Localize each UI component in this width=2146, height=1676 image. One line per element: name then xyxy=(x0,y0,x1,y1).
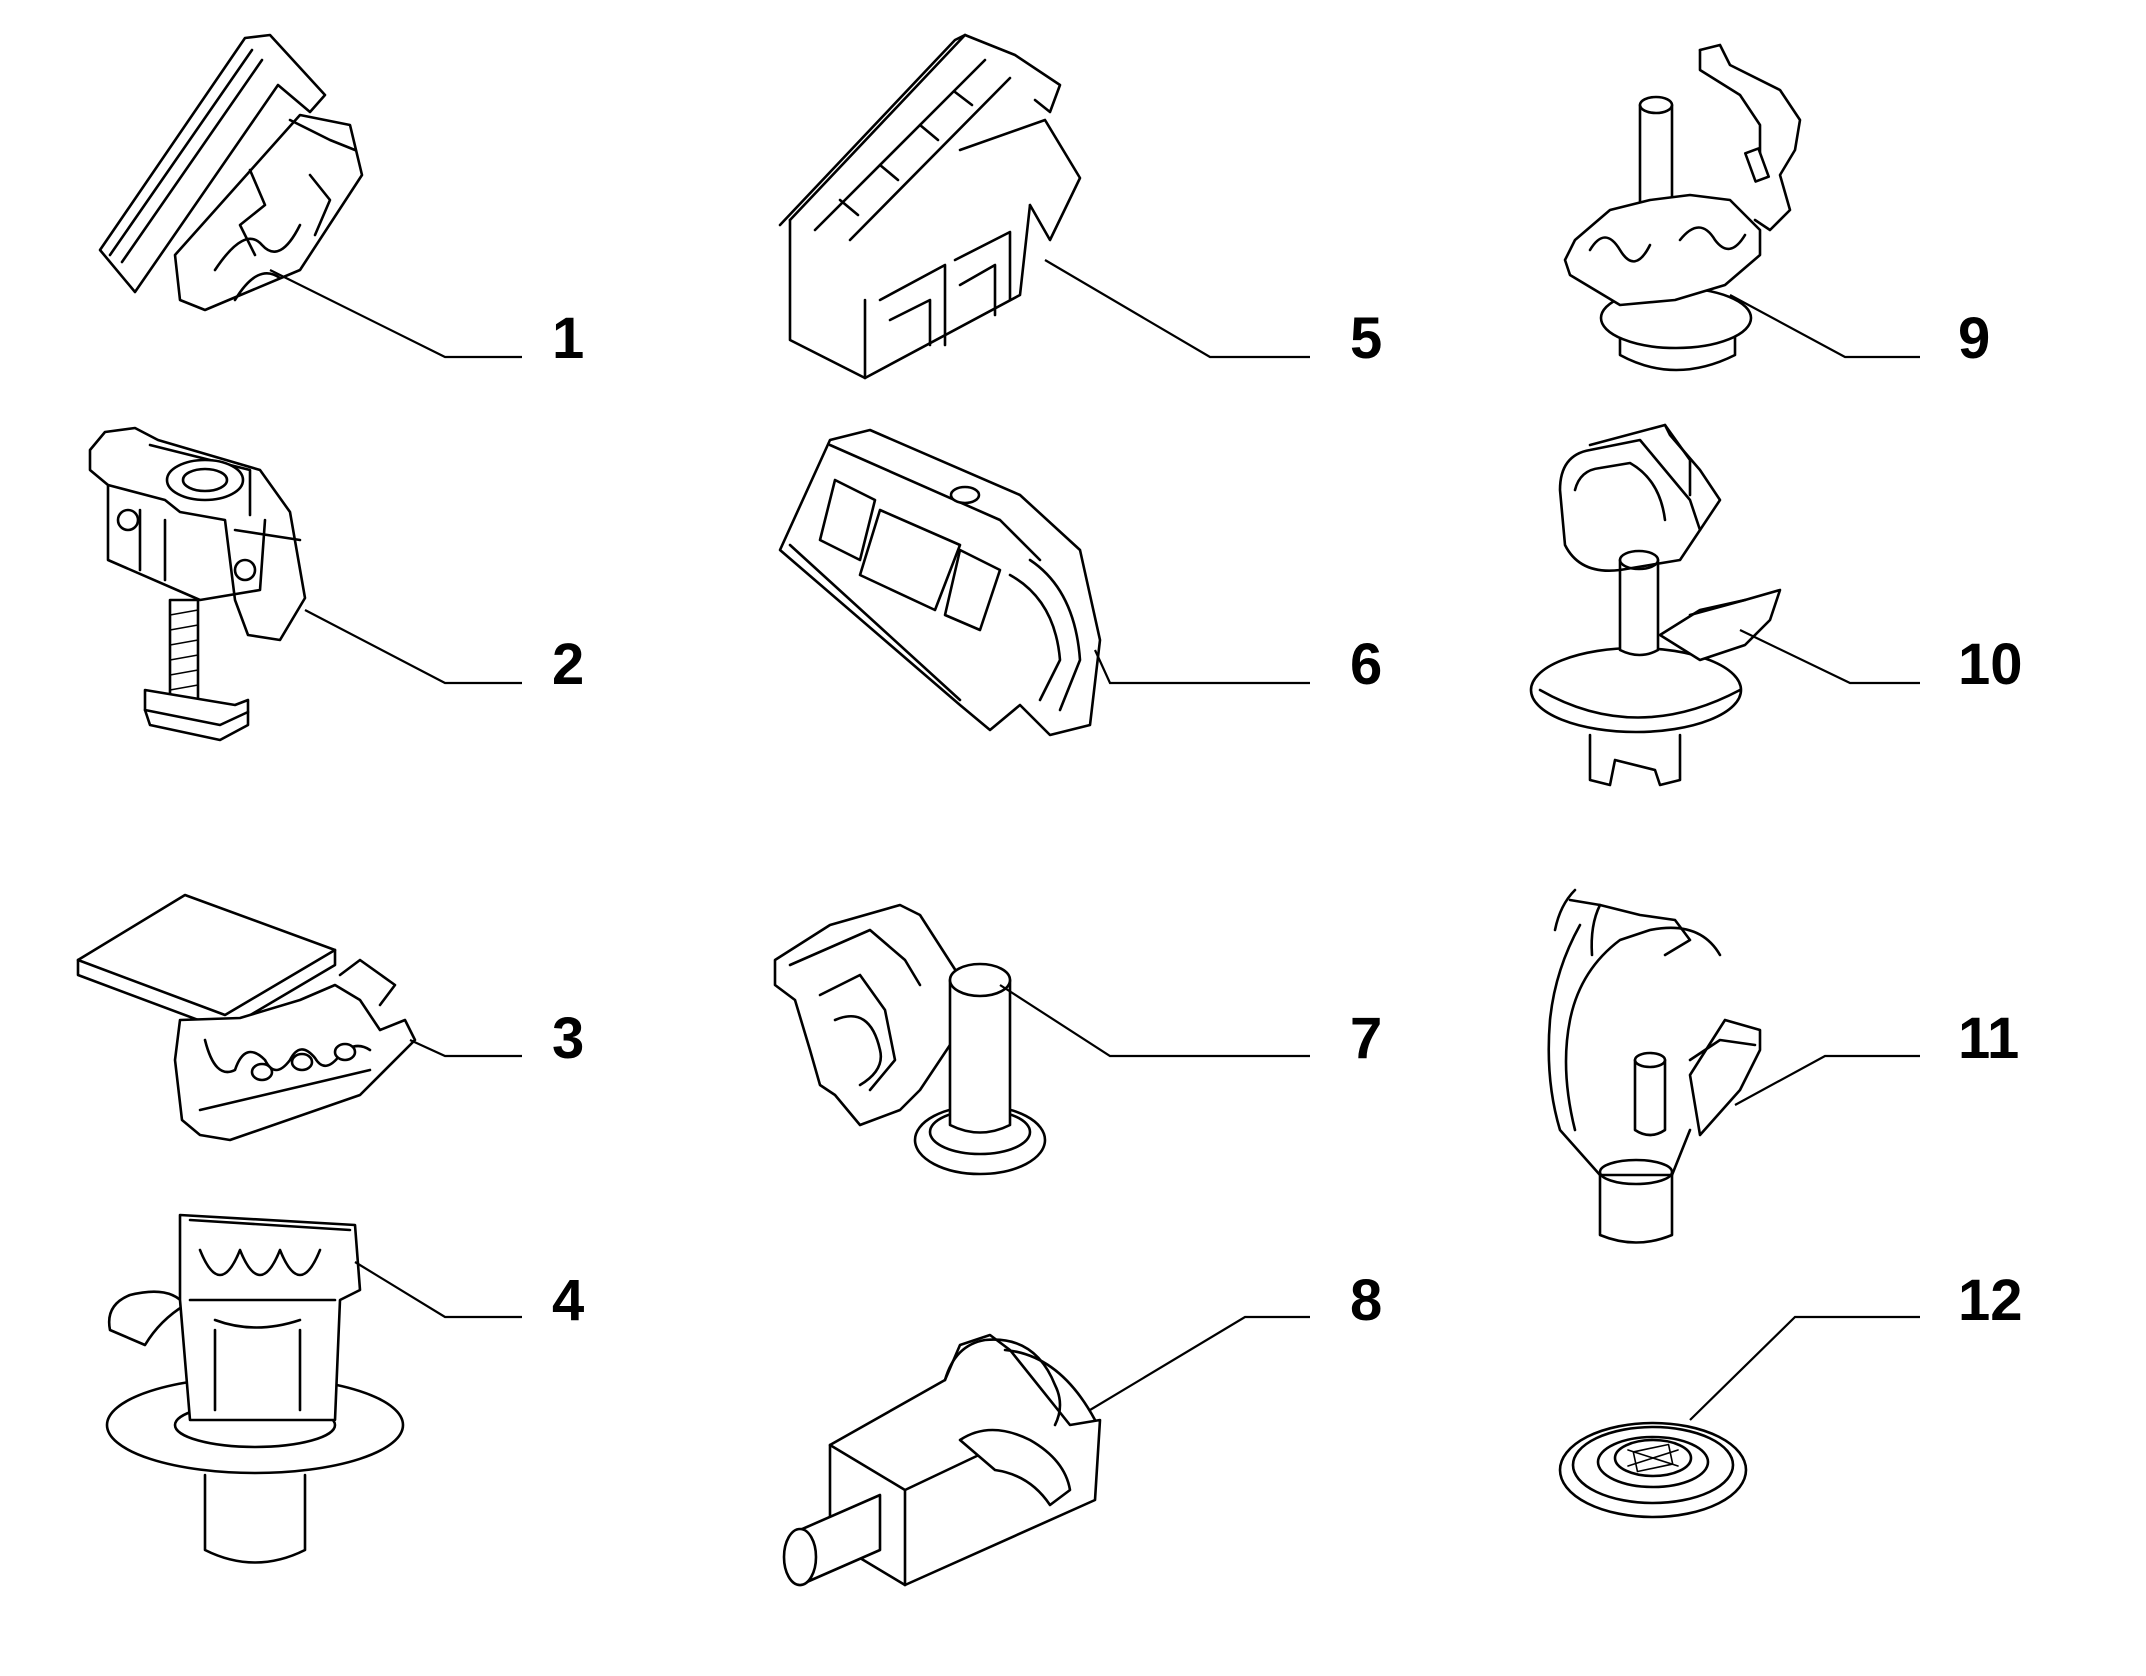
leader-line-5 xyxy=(1044,259,1310,359)
part-10-drawing xyxy=(1529,423,1782,787)
leader-line-8 xyxy=(1089,1315,1310,1411)
leader-line-10 xyxy=(1739,629,1920,685)
callout-2: 2 xyxy=(552,632,584,697)
callout-12: 12 xyxy=(1958,1268,2023,1333)
leader-line-7 xyxy=(999,984,1310,1058)
callout-6: 6 xyxy=(1350,632,1382,697)
part-9-drawing xyxy=(1563,43,1802,372)
callout-5: 5 xyxy=(1350,306,1382,371)
leader-line-2 xyxy=(304,609,522,685)
part-1-drawing xyxy=(98,33,364,312)
part-11-drawing xyxy=(1547,888,1762,1244)
part-5-drawing xyxy=(778,33,1082,380)
callout-9: 9 xyxy=(1958,306,1990,371)
leader-line-4 xyxy=(354,1261,522,1319)
leader-line-6 xyxy=(1093,649,1310,685)
part-7-drawing xyxy=(773,903,1047,1176)
part-3-drawing xyxy=(76,893,417,1142)
callout-10: 10 xyxy=(1958,632,2023,697)
part-2-drawing xyxy=(88,426,307,742)
part-6-drawing xyxy=(778,428,1102,737)
part-4-drawing xyxy=(105,1213,405,1564)
leader-line-9 xyxy=(1729,294,1920,359)
leader-line-1 xyxy=(269,269,522,359)
part-8-drawing xyxy=(782,1333,1102,1587)
part-12-drawing xyxy=(1558,1421,1748,1519)
callout-11: 11 xyxy=(1958,1006,2019,1071)
leader-line-12 xyxy=(1689,1315,1920,1421)
leader-line-11 xyxy=(1734,1054,1920,1106)
callout-7: 7 xyxy=(1350,1006,1382,1071)
callout-8: 8 xyxy=(1350,1268,1382,1333)
callout-4: 4 xyxy=(552,1268,584,1333)
callout-3: 3 xyxy=(552,1006,584,1071)
callout-1: 1 xyxy=(552,306,584,371)
leader-line-3 xyxy=(409,1038,522,1058)
